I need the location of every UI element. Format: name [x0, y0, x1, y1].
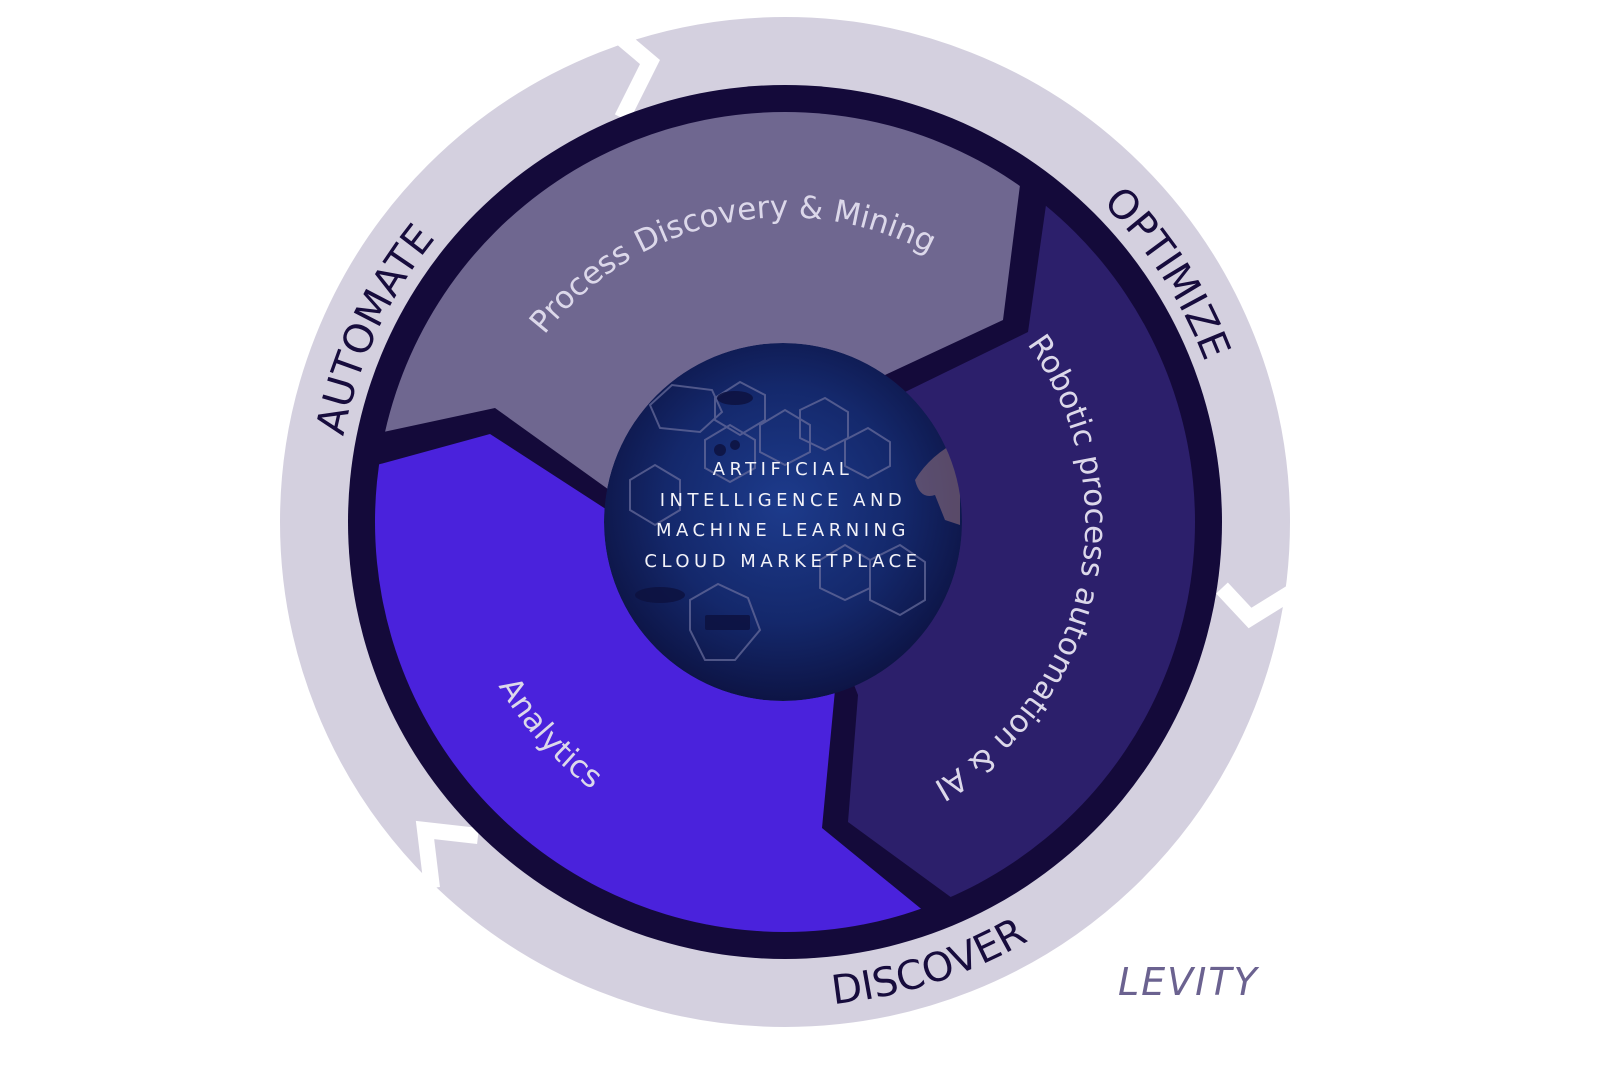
center-title-line: ARTIFICIAL: [712, 459, 854, 480]
outer-cycle-ring: [280, 17, 1290, 1027]
center-image: [604, 343, 962, 701]
center-title-line: INTELLIGENCE AND: [659, 489, 907, 511]
cycle-arrow-notch-top: [606, 23, 660, 122]
center-title-line: MACHINE LEARNING: [656, 520, 910, 541]
cycle-arrow-notch-left: [415, 820, 479, 889]
center-title: ARTIFICIAL INTELLIGENCE AND MACHINE LEAR…: [605, 455, 961, 577]
center-title-line: CLOUD MARKETPLACE: [644, 550, 922, 572]
cycle-arrow-notch-right: [1216, 582, 1297, 629]
levity-logo: LEVITY: [1118, 960, 1259, 1004]
